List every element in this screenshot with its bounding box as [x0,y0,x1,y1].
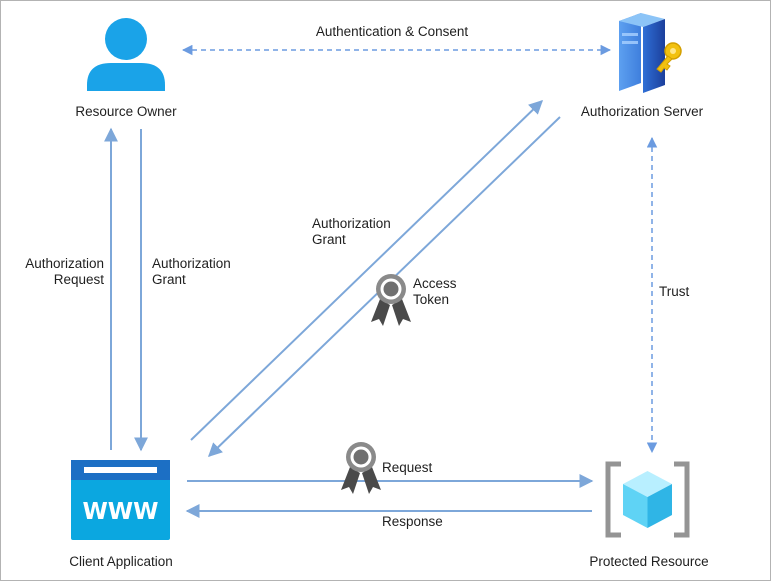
authorization-grant-server-label: Authorization Grant [312,216,391,247]
trust-label: Trust [659,284,690,299]
resource-cube-icon [605,461,690,538]
svg-text:WWW: WWW [82,499,158,525]
authorization-request-label: Authorization Request [25,256,104,287]
protected-resource-label: Protected Resource [589,554,709,569]
request-label: Request [382,460,433,475]
www-browser-icon: WWW [71,460,170,540]
user-icon [87,18,165,91]
response-label: Response [382,514,443,529]
auth-consent-label: Authentication & Consent [315,24,469,39]
authorization-server-label: Authorization Server [580,104,704,119]
client-application-label: Client Application [69,554,173,569]
award-ribbon-icon [341,442,381,494]
server-key-icon [619,13,682,93]
award-ribbon-icon [371,274,411,326]
access-token-label: Access Token [413,276,457,307]
authorization-grant-owner-label: Authorization Grant [152,256,231,287]
authorization-grant-server-arrow [190,100,544,441]
resource-owner-label: Resource Owner [75,104,177,119]
